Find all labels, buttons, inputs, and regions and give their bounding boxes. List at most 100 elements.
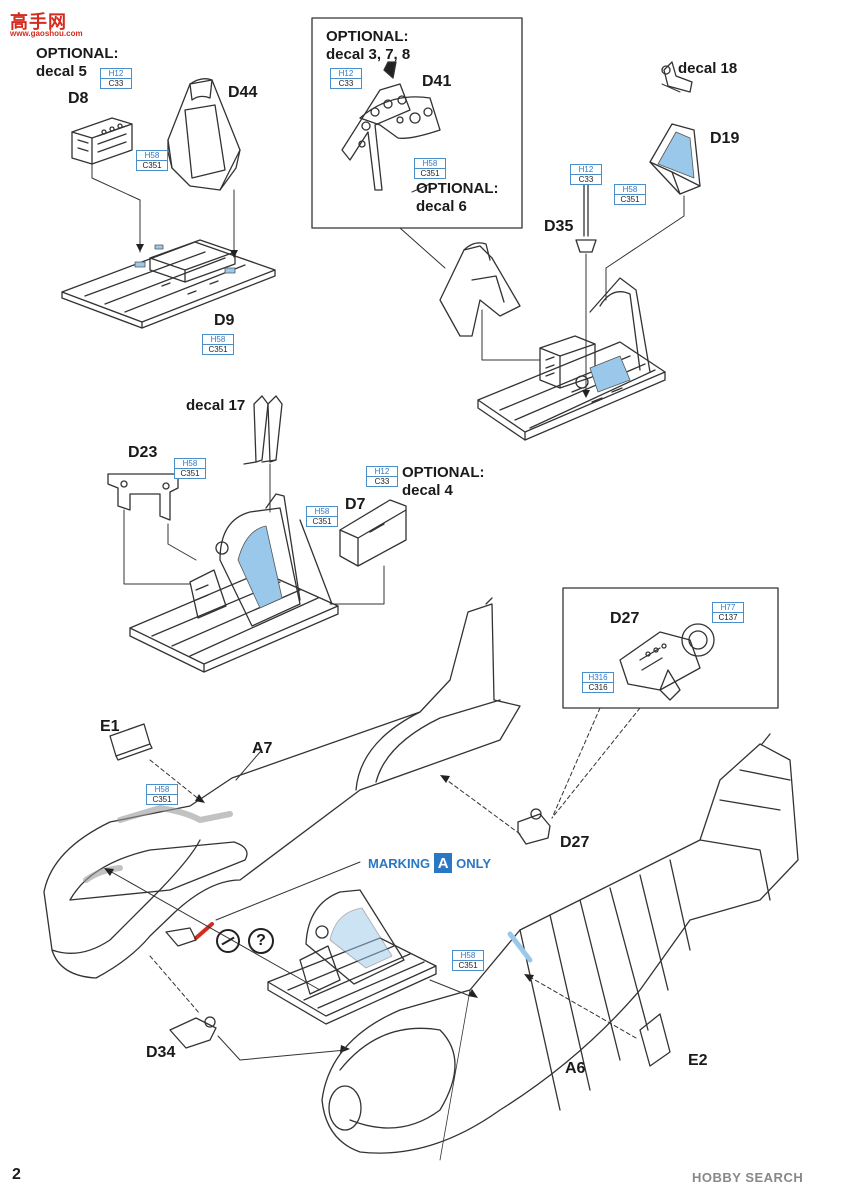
part-d34 xyxy=(169,1016,217,1049)
watermark-url: www.gaoshou.com xyxy=(10,29,83,38)
paint-code-h58-c351: H58 C351 xyxy=(452,950,484,971)
label-optional-decal378: OPTIONAL: decal 3, 7, 8 xyxy=(326,28,410,64)
part-d23 xyxy=(107,473,179,521)
label-e1: E1 xyxy=(100,718,120,735)
floor-d9 xyxy=(61,239,276,329)
paint-code-bottom: C316 xyxy=(588,683,608,692)
label-d27: D27 xyxy=(560,834,590,851)
paint-code-h58-c351: H58 C351 xyxy=(136,150,168,171)
paint-code-h58-c351: H58 C351 xyxy=(174,458,206,479)
paint-code-top: H58 xyxy=(147,785,177,795)
marking-prefix: MARKING xyxy=(368,855,431,871)
paint-code-bottom: C351 xyxy=(312,517,332,526)
part-d44 xyxy=(167,78,241,191)
label-decal17: decal 17 xyxy=(186,397,246,414)
floor-d23-assembly xyxy=(129,493,339,673)
page-number: 2 xyxy=(12,1166,21,1183)
fuselage-a7 xyxy=(43,597,521,979)
paint-code-top: H12 xyxy=(571,165,601,175)
marking-a-only-note: MARKING A ONLY xyxy=(368,852,491,874)
part-d27-small xyxy=(517,808,551,845)
paint-code-bottom: C351 xyxy=(420,169,440,178)
label-a6: A6 xyxy=(565,1060,586,1077)
label-e2: E2 xyxy=(688,1052,708,1069)
label-d7: D7 xyxy=(345,496,366,513)
label-d19: D19 xyxy=(710,130,740,147)
paint-code-h58-c351: H58 C351 xyxy=(414,158,446,179)
paint-code-top: H58 xyxy=(137,151,167,161)
part-decal17-belts xyxy=(243,395,283,465)
watermark-brand: 高手网 xyxy=(10,12,67,32)
label-d44: D44 xyxy=(228,84,258,101)
label-d27-inset: D27 xyxy=(610,610,640,627)
decal-text: decal 5 xyxy=(36,63,87,80)
marking-suffix: ONLY xyxy=(456,855,492,871)
paint-code-bottom: C351 xyxy=(458,961,478,970)
optional-text: OPTIONAL: xyxy=(402,464,485,481)
label-optional-decal4: OPTIONAL: decal 4 xyxy=(402,464,485,500)
label-decal18: decal 18 xyxy=(678,60,738,77)
paint-code-top: H77 xyxy=(713,603,743,613)
label-d9: D9 xyxy=(214,312,235,329)
paint-code-bottom: C33 xyxy=(578,175,594,184)
paint-code-bottom: C33 xyxy=(108,79,124,88)
paint-code-top: H58 xyxy=(203,335,233,345)
footer-brand: HOBBY SEARCH xyxy=(692,1170,804,1185)
paint-code-h12-c33: H12 C33 xyxy=(100,68,132,89)
label-optional-decal6: OPTIONAL: decal 6 xyxy=(416,180,499,216)
paint-code-bottom: C351 xyxy=(152,795,172,804)
paint-code-top: H58 xyxy=(453,951,483,961)
label-optional-decal5: OPTIONAL: decal 5 xyxy=(36,45,119,81)
paint-code-top: H58 xyxy=(175,459,205,469)
fuselage-a6 xyxy=(321,733,799,1161)
optional-text: OPTIONAL: xyxy=(326,28,409,45)
no-entry-icon xyxy=(216,929,240,953)
paint-code-bottom: C33 xyxy=(374,477,390,486)
paint-code-h58-c351: H58 C351 xyxy=(146,784,178,805)
part-d35 xyxy=(575,175,597,253)
part-e2 xyxy=(639,1013,671,1067)
part-e1 xyxy=(109,723,153,761)
label-d41: D41 xyxy=(422,73,452,90)
paint-code-bottom: C351 xyxy=(180,469,200,478)
optional-text: OPTIONAL: xyxy=(36,45,119,62)
inset-box-d41 xyxy=(311,17,523,229)
paint-code-h12-c33: H12 C33 xyxy=(330,68,362,89)
part-d19 xyxy=(649,123,701,195)
label-d23: D23 xyxy=(128,444,158,461)
paint-code-bottom: C351 xyxy=(208,345,228,354)
paint-code-bottom: C351 xyxy=(142,161,162,170)
paint-code-h12-c33: H12 C33 xyxy=(570,164,602,185)
paint-code-top: H58 xyxy=(415,159,445,169)
paint-code-top: H12 xyxy=(367,467,397,477)
paint-code-h77-c137: H77 C137 xyxy=(712,602,744,623)
label-a7: A7 xyxy=(252,740,273,757)
paint-code-h12-c33: H12 C33 xyxy=(366,466,398,487)
decal-text: decal 6 xyxy=(416,198,467,215)
paint-code-bottom: C33 xyxy=(338,79,354,88)
cockpit-assembly xyxy=(267,889,437,1025)
inset-box-d27 xyxy=(562,587,779,709)
marking-letter: A xyxy=(434,853,453,873)
seat-back-assembled xyxy=(439,242,521,337)
part-d7 xyxy=(339,499,407,567)
optional-text: OPTIONAL: xyxy=(416,180,499,197)
label-d35: D35 xyxy=(544,218,574,235)
label-d34: D34 xyxy=(146,1044,176,1061)
question-mark-icon: ? xyxy=(248,928,274,954)
part-decal18 xyxy=(661,61,693,93)
part-d27-inset xyxy=(619,623,715,701)
part-d8 xyxy=(71,117,133,165)
paint-code-h58-c351: H58 C351 xyxy=(614,184,646,205)
paint-code-bottom: C351 xyxy=(620,195,640,204)
watermark-logo: 高手网 www.gaoshou.com xyxy=(4,4,83,40)
paint-code-top: H12 xyxy=(331,69,361,79)
paint-code-bottom: C137 xyxy=(718,613,738,622)
decal-text: decal 4 xyxy=(402,482,453,499)
paint-code-h58-c351: H58 C351 xyxy=(202,334,234,355)
label-d8: D8 xyxy=(68,90,89,107)
paint-code-h58-c351: H58 C351 xyxy=(306,506,338,527)
decal-text: decal 3, 7, 8 xyxy=(326,46,411,63)
